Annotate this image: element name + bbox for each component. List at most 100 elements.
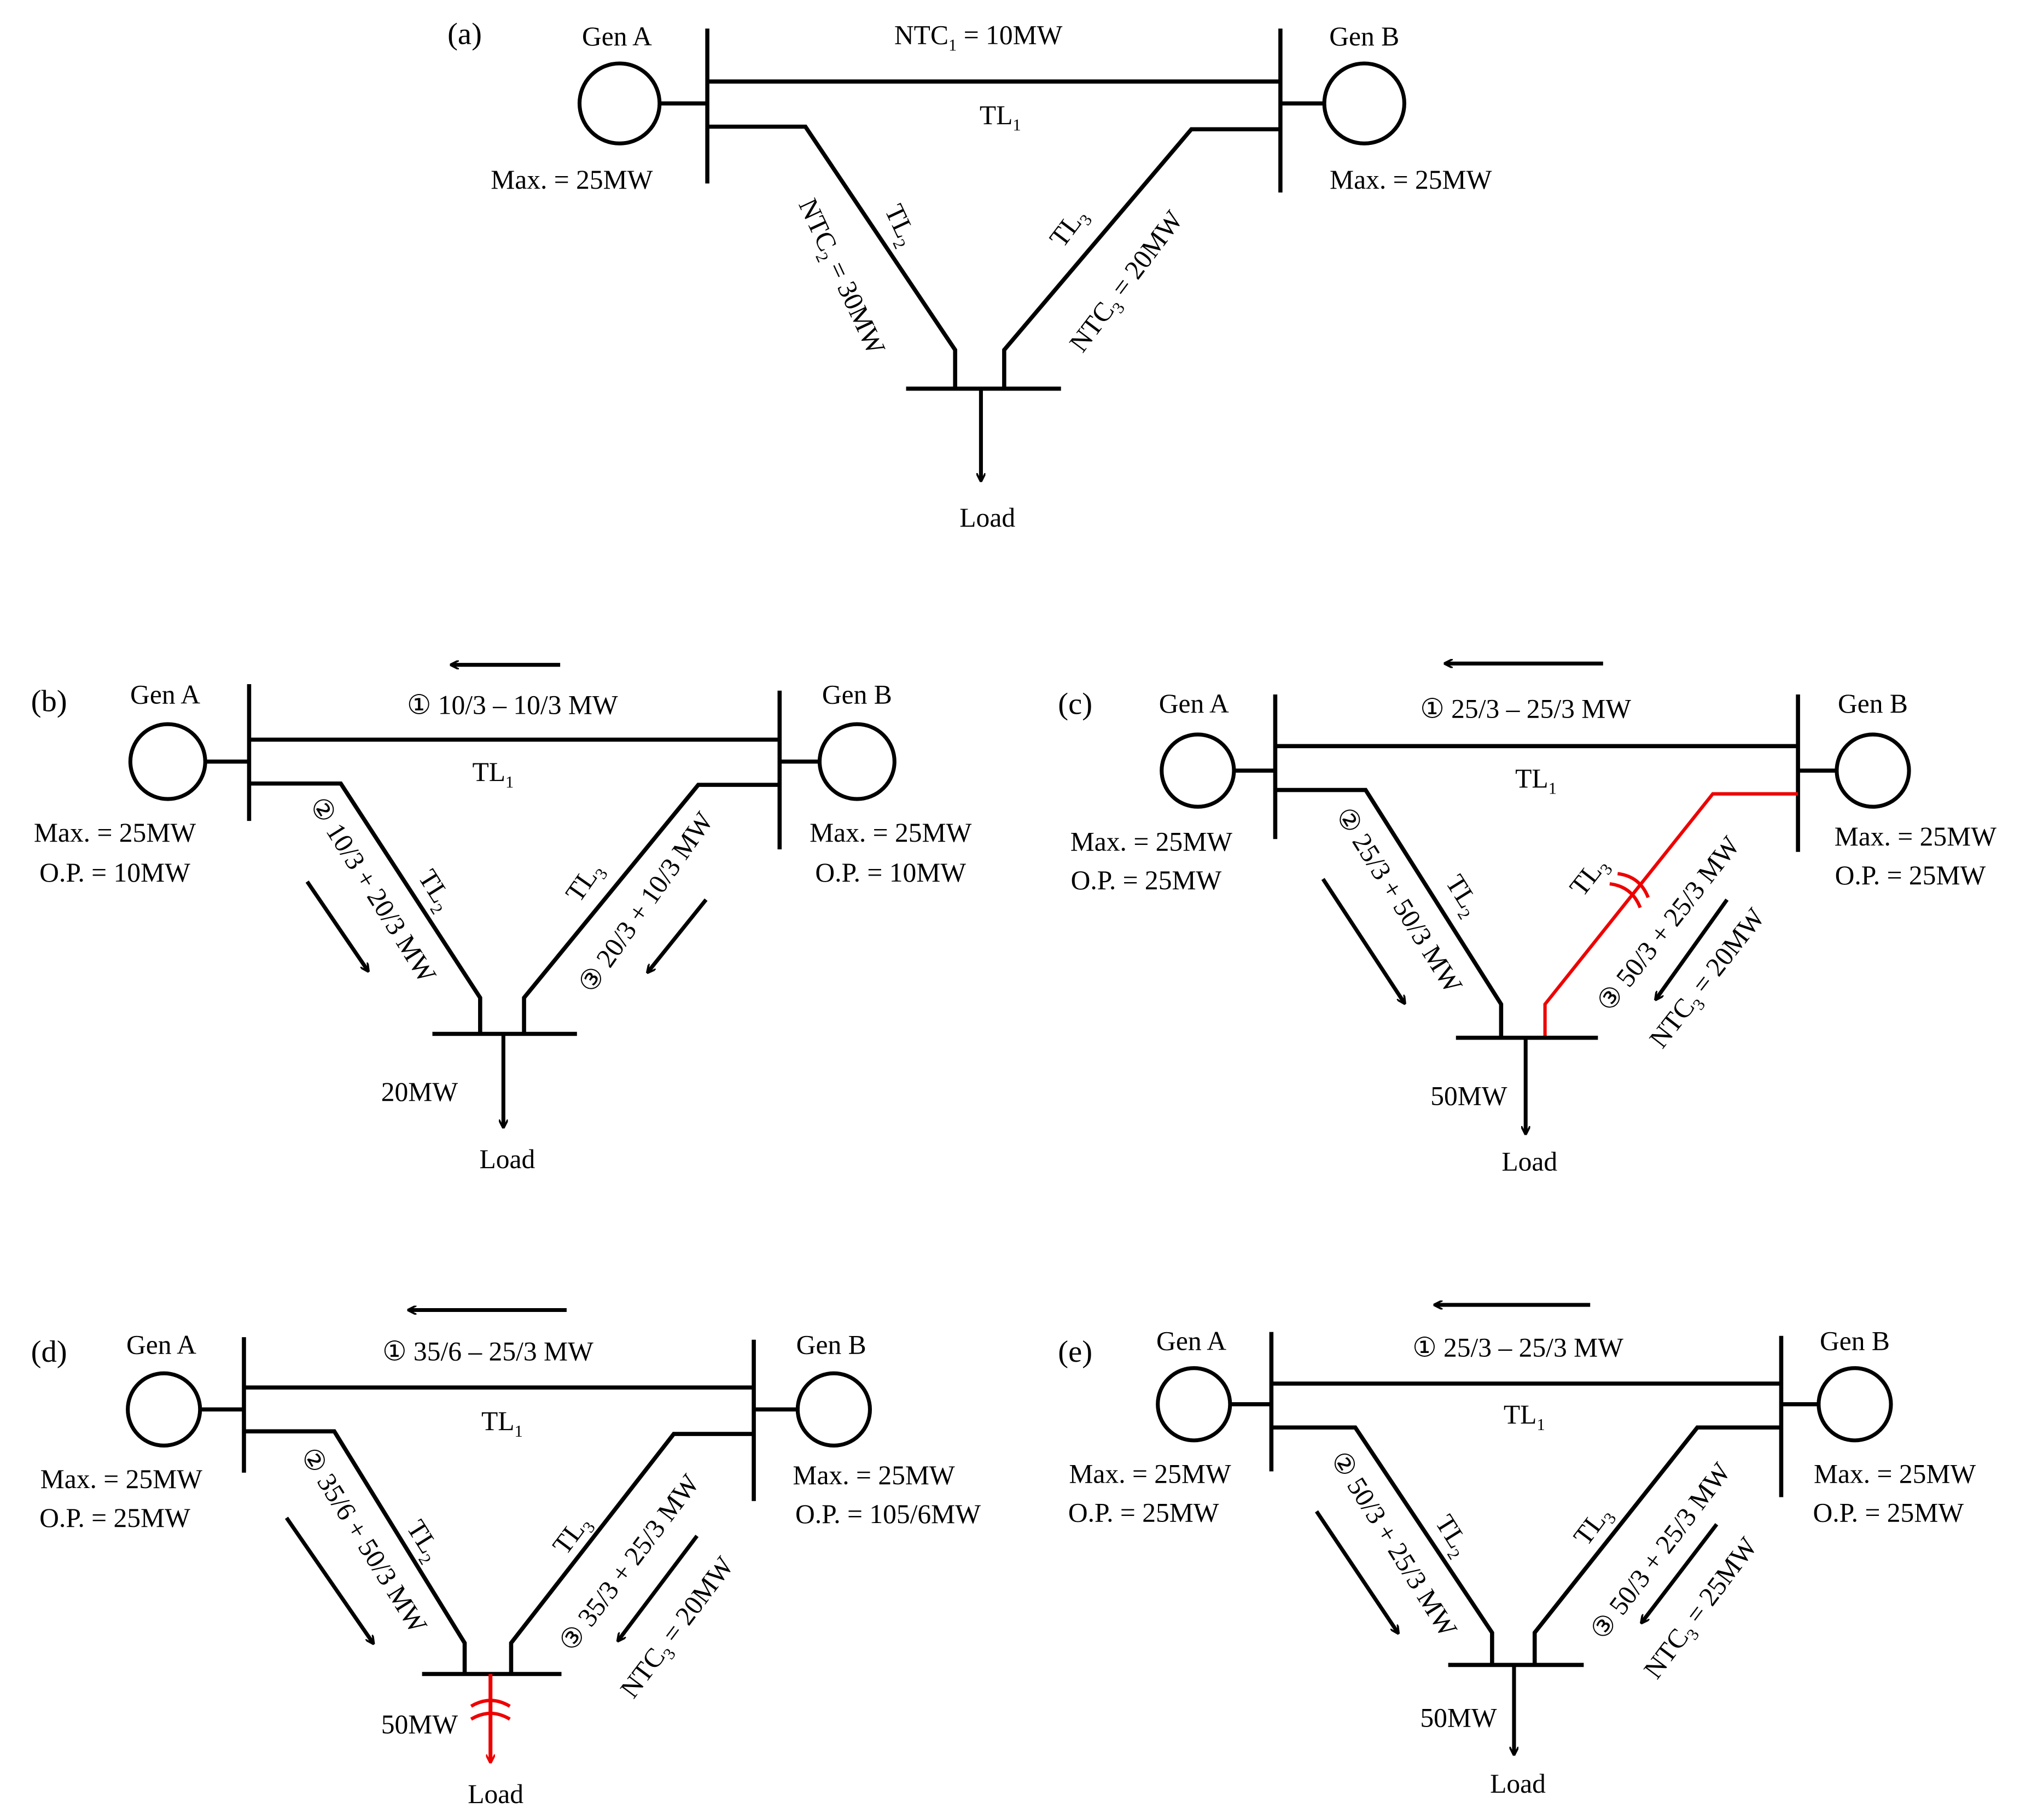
tl1-flow: ① 10/3 – 10/3 MW xyxy=(407,690,618,720)
gen-b-label: Gen B xyxy=(822,679,892,709)
tl1-flow: ① 35/6 – 25/3 MW xyxy=(382,1337,593,1367)
tl3-line xyxy=(1532,1425,1782,1665)
tl2-label: TL2 xyxy=(1426,1509,1477,1563)
panel-label: (d) xyxy=(31,1335,67,1369)
gen-b-label: Gen B xyxy=(1838,689,1908,719)
gen-b-max: Max. = 25MW xyxy=(793,1460,955,1490)
tl3-label: TL3 xyxy=(1564,850,1616,904)
gen-a-max: Max. = 25MW xyxy=(34,818,196,848)
tl1-label: TL1 xyxy=(472,757,514,791)
panel-label: (b) xyxy=(31,685,67,719)
gen-a-max: Max. = 25MW xyxy=(1070,826,1233,856)
tl2-ntc: NTC2 = 30MW xyxy=(789,194,891,360)
gen-b-symbol xyxy=(1817,1366,1893,1443)
gen-b-symbol xyxy=(795,1371,872,1448)
tl3-flow-arrow xyxy=(1642,1523,1719,1622)
gen-a-label: Gen A xyxy=(1159,689,1229,719)
load-value: 50MW xyxy=(381,1710,458,1740)
gen-a-label: Gen A xyxy=(1156,1326,1226,1356)
tl1-label: TL1 xyxy=(481,1406,523,1440)
tl1-label: TL1 xyxy=(1504,1399,1545,1434)
gen-a-op: O.P. = 25MW xyxy=(1068,1498,1219,1528)
tl1-ntc: NTC1 = 10MW xyxy=(894,20,1063,55)
tl3-flow: ③ 50/3 + 25/3 MW xyxy=(1591,831,1746,1017)
tl3-line xyxy=(1002,127,1280,389)
gen-a-label: Gen A xyxy=(582,21,652,51)
tl3-line xyxy=(522,783,780,1034)
load-label: Load xyxy=(1501,1147,1557,1177)
tl1-label: TL1 xyxy=(980,100,1021,135)
gen-a-op: O.P. = 25MW xyxy=(39,1503,190,1533)
gen-a-max: Max. = 25MW xyxy=(40,1464,203,1494)
gen-a-label: Gen A xyxy=(130,679,200,709)
load-label: Load xyxy=(1490,1769,1546,1799)
tl2-line xyxy=(249,781,482,1034)
tl3-flow: ③ 20/3 + 10/3 MW xyxy=(572,807,719,998)
break-arc xyxy=(470,1712,511,1721)
gen-b-max: Max. = 25MW xyxy=(1835,821,1997,851)
tl3-label: TL3 xyxy=(546,1509,599,1562)
tl1-flow: ① 25/3 – 25/3 MW xyxy=(1412,1332,1623,1362)
tl2-label: TL2 xyxy=(409,864,459,918)
break-arc xyxy=(1617,872,1650,899)
gen-b-max: Max. = 25MW xyxy=(1330,165,1492,195)
tl2-flow-arrow xyxy=(284,1516,373,1643)
tl3-label: TL3 xyxy=(1568,1500,1620,1553)
gen-a-op: O.P. = 10MW xyxy=(39,858,190,888)
tl3-flow: ③ 50/3 + 25/3 MW xyxy=(1585,1457,1737,1645)
panel-d: (d) Gen A Gen B Max. = 25MW Max. = 25MW O.P. … xyxy=(31,1310,981,1809)
load-label: Load xyxy=(468,1779,523,1809)
panel-b: (b) Gen A Gen B Max. = 25MW Max. = 25MW O.P. … xyxy=(31,665,972,1174)
gen-b-label: Gen B xyxy=(1820,1326,1890,1356)
panel-label: (e) xyxy=(1058,1335,1092,1369)
tl2-line xyxy=(1271,1425,1494,1665)
panel-label: (a) xyxy=(447,18,482,51)
gen-a-max: Max. = 25MW xyxy=(1069,1459,1231,1489)
gen-a-symbol xyxy=(1156,1366,1232,1443)
gen-b-symbol xyxy=(1322,61,1406,145)
load-label: Load xyxy=(479,1144,535,1174)
tl1-label: TL1 xyxy=(1515,763,1557,798)
gen-a-label: Gen A xyxy=(126,1330,196,1360)
load-value: 50MW xyxy=(1420,1703,1497,1733)
tl3-congestion-mark xyxy=(1609,872,1650,908)
gen-a-symbol xyxy=(1160,732,1236,809)
tl1-flow: ① 25/3 – 25/3 MW xyxy=(1420,693,1631,724)
gen-a-op: O.P. = 25MW xyxy=(1071,865,1222,895)
tl2-line xyxy=(243,1429,467,1674)
break-arc xyxy=(1609,882,1642,908)
gen-a-max: Max. = 25MW xyxy=(491,165,653,195)
gen-b-op: O.P. = 25MW xyxy=(1835,860,1986,890)
tl2-flow-arrow xyxy=(305,880,368,971)
gen-b-op: O.P. = 25MW xyxy=(1813,1498,1964,1528)
gen-b-max: Max. = 25MW xyxy=(1814,1459,1976,1489)
tl2-line xyxy=(1275,788,1504,1038)
gen-b-op: O.P. = 105/6MW xyxy=(795,1499,981,1529)
load-curtail-mark xyxy=(470,1699,511,1721)
panel-e: (e) Gen A Gen B Max. = 25MW Max. = 25MW O.P. … xyxy=(1058,1305,1976,1799)
tl3-label: TL3 xyxy=(1044,201,1096,255)
panel-c: (c) Gen A Gen B Max. = 25MW Max. = 25MW O.P. … xyxy=(1058,663,1997,1177)
tl3-line xyxy=(509,1432,754,1674)
tl3-flow-arrow xyxy=(618,1535,699,1640)
gen-b-max: Max. = 25MW xyxy=(810,818,972,848)
gen-a-symbol xyxy=(577,61,662,145)
gen-b-label: Gen B xyxy=(796,1330,866,1360)
tl3-flow-arrow xyxy=(648,898,708,972)
tl2-flow: ② 25/3 + 50/3 MW xyxy=(1330,802,1468,998)
break-arc xyxy=(470,1699,511,1708)
gen-b-label: Gen B xyxy=(1329,21,1399,51)
gen-a-symbol xyxy=(126,1371,202,1448)
gen-b-symbol xyxy=(817,722,897,801)
tl3-flow-arrow xyxy=(1656,899,1729,999)
tl2-flow-arrow xyxy=(1314,1510,1398,1633)
gen-a-symbol xyxy=(128,722,207,801)
tl2-flow-arrow xyxy=(1321,878,1405,1003)
tl2-line xyxy=(707,124,957,389)
gen-b-symbol xyxy=(1835,732,1911,809)
load-value: 50MW xyxy=(1430,1081,1507,1111)
panel-label: (c) xyxy=(1058,687,1092,721)
tl2-label: TL2 xyxy=(397,1515,448,1568)
